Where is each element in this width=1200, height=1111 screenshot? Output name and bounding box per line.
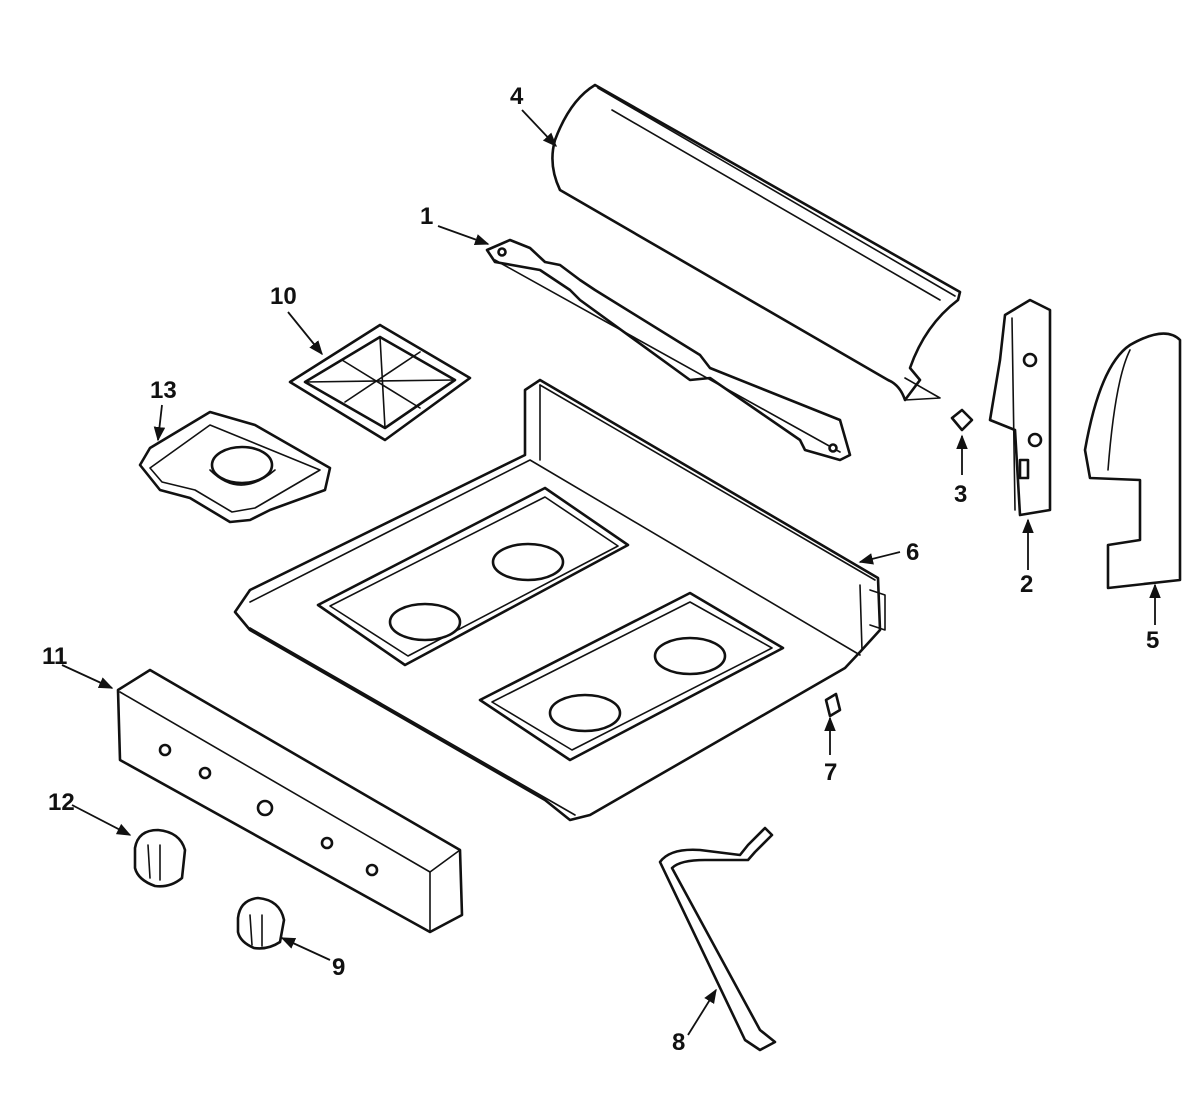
callout-1: 1 <box>420 203 433 230</box>
leader-12 <box>71 804 132 836</box>
callout-10: 10 <box>270 283 297 310</box>
callout-12: 12 <box>48 789 75 816</box>
part-burner-bowl <box>138 410 332 524</box>
callout-7: 7 <box>824 759 837 786</box>
leader-6 <box>858 551 901 565</box>
leader-4 <box>521 109 557 148</box>
callout-6: 6 <box>906 539 919 566</box>
part-grate <box>288 323 472 442</box>
callout-4: 4 <box>510 83 524 110</box>
leader-lines <box>61 109 1161 1036</box>
callout-11: 11 <box>42 643 67 670</box>
callout-5: 5 <box>1146 627 1159 654</box>
part-knob <box>133 828 187 888</box>
leader-1 <box>437 225 490 246</box>
leader-9 <box>280 937 331 961</box>
leader-13 <box>153 404 166 442</box>
part-side-panel <box>1083 332 1182 590</box>
part-backguard <box>551 83 962 402</box>
leader-11 <box>61 664 114 689</box>
part-control-panel <box>116 668 464 934</box>
leader-10 <box>287 311 323 356</box>
part-rear-bracket <box>485 238 852 462</box>
callout-3: 3 <box>954 481 967 508</box>
part-support-rod <box>658 826 777 1052</box>
callout-2: 2 <box>1020 571 1033 598</box>
callout-9: 9 <box>332 954 345 981</box>
callout-8: 8 <box>672 1029 685 1056</box>
part-control-knob <box>236 896 286 950</box>
callout-13: 13 <box>150 377 177 404</box>
part-main-top <box>233 378 886 822</box>
part-side-trim <box>988 298 1052 517</box>
callout-labels: 4 1 10 13 3 2 5 6 7 11 12 9 8 <box>42 83 1159 1056</box>
part-screw <box>950 408 974 432</box>
part-clip <box>824 692 842 718</box>
leader-8 <box>687 988 717 1036</box>
